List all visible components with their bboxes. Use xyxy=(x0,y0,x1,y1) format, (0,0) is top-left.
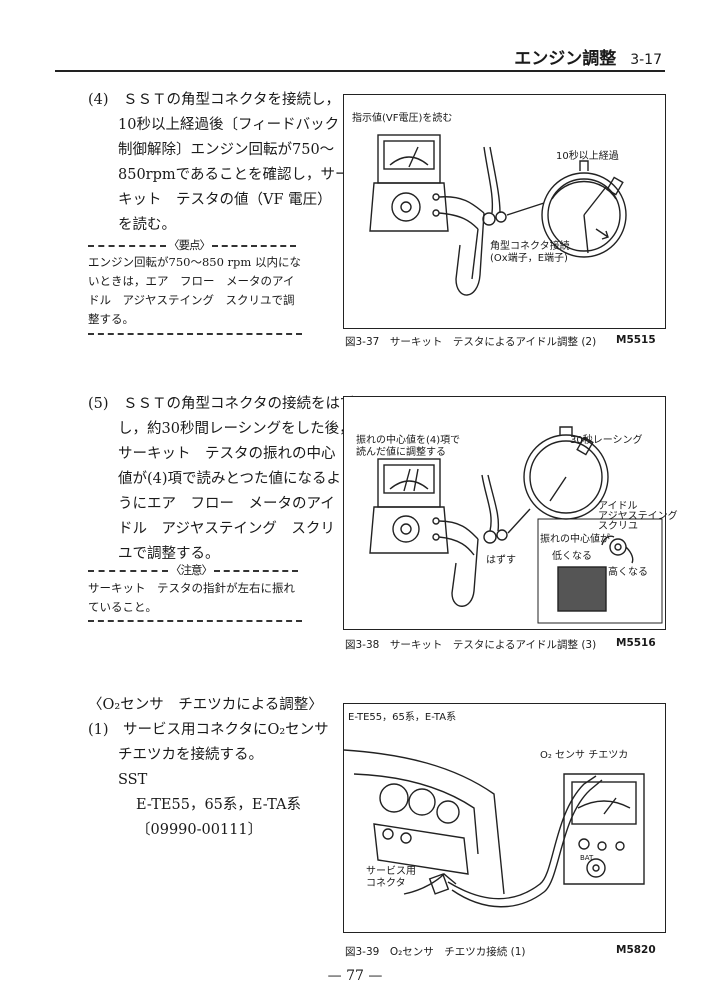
header-title: エンジン調整 xyxy=(514,49,617,69)
text-line: E-TE55，65系，E-TA系 xyxy=(136,797,301,813)
label-screw-1: アイドル xyxy=(598,501,638,512)
text-line: を読む。 xyxy=(118,217,176,233)
label-10sec: 10秒以上経過 xyxy=(556,151,619,162)
note-rule-right xyxy=(214,570,298,572)
text-line: サーキット テスタの振れの中心 xyxy=(118,446,336,462)
figure-3-39-code: M5820 xyxy=(616,944,656,956)
o2-step-1: (1) サービス用コネクタにO₂センサ チエツカを接続する。 SST E-TE5… xyxy=(88,718,329,843)
text-line: 10秒以上経過後〔フィードバック xyxy=(118,117,340,133)
note-title-caution: 〈注意〉 xyxy=(170,563,213,577)
text-line: キット テスタの値（VF 電圧） xyxy=(118,192,332,208)
note-rule-right xyxy=(212,245,296,247)
page-number: — 77 — xyxy=(327,968,383,984)
text-line: 制御解除〕エンジン回転が750〜 xyxy=(118,142,335,158)
text-line: (4) ＳＳＴの角型コネクタを接続し， xyxy=(88,92,340,108)
o2-checker-illustration xyxy=(344,749,645,908)
note-line: サーキット テスタの指針が左右に振れ xyxy=(88,581,295,595)
label-o2-checker: O₂ センサ チエツカ xyxy=(540,750,629,761)
text-line: (1) サービス用コネクタにO₂センサ xyxy=(88,722,329,738)
text-line: ユで調整する。 xyxy=(118,546,220,562)
text-line: 850rpmであることを確認し，サー xyxy=(118,167,350,183)
figure-3-39-caption: 図3-39 O₂センサ チエツカ接続 (1) xyxy=(345,946,526,958)
label-service-2: コネクタ xyxy=(366,878,406,889)
o2-heading: 〈O₂センサ チエツカによる調整〉 xyxy=(88,697,323,713)
step-4-note: エンジン回転が750〜850 rpm 以内にな いときは，エア フロー メータの… xyxy=(88,253,301,329)
label-center-1: 振れの中心値を(4)項で xyxy=(356,435,461,446)
text-line: 値が(4)項で読みとつた値になるよ xyxy=(118,471,341,487)
label-connect: 角型コネクタ接続 xyxy=(490,241,570,252)
note-rule-left xyxy=(88,570,168,572)
tester-adjust-illustration xyxy=(369,426,663,624)
figure-3-37-code: M5515 xyxy=(616,334,656,346)
text-line: うにエア フロー メータのアイ xyxy=(118,496,335,512)
label-service-1: サービス用 xyxy=(366,866,416,877)
step-5-text: (5) ＳＳＴの角型コネクタの接続をはず し，約30秒間レーシングをした後， サ… xyxy=(88,392,354,567)
running-header: エンジン調整 3-17 xyxy=(396,44,662,69)
note-rule-bottom xyxy=(88,620,302,622)
label-swing: 振れの中心値が xyxy=(540,534,610,545)
label-center-2: 読んだ値に調整する xyxy=(356,447,446,458)
note-line: いときは，エア フロー メータのアイ xyxy=(88,274,295,288)
note-title-point: 〈要点〉 xyxy=(168,238,211,252)
tester-illustration xyxy=(369,134,627,296)
label-bat: BAT xyxy=(580,854,594,862)
note-line: エンジン回転が750〜850 rpm 以内にな xyxy=(88,255,301,269)
label-screw-2: アジヤステイング xyxy=(598,511,678,522)
text-line: SST xyxy=(118,772,148,788)
figure-3-38-code: M5516 xyxy=(616,637,656,649)
label-remove: はずす xyxy=(486,555,516,566)
note-line: 整する。 xyxy=(88,312,134,326)
text-line: ドル アジヤステイング スクリ xyxy=(118,521,335,537)
label-read-value: 指示値(VF電圧)を読む xyxy=(352,113,453,124)
step-5-note: サーキット テスタの指針が左右に振れ ていること。 xyxy=(88,579,295,617)
note-line: ドル アジヤステイング スクリユで調 xyxy=(88,293,295,307)
label-screw-3: スクリユ xyxy=(598,521,638,532)
text-line: (5) ＳＳＴの角型コネクタの接続をはず xyxy=(88,396,355,412)
figure-3-38: 振れの中心値を(4)項で 読んだ値に調整する 30秒レーシング アイドル アジヤ… xyxy=(343,396,678,630)
figure-3-37-caption: 図3-37 サーキット テスタによるアイドル調整 (2) xyxy=(345,336,597,348)
header-rule xyxy=(55,70,665,72)
text-line: し，約30秒間レーシングをした後， xyxy=(118,421,354,437)
label-lower: 低くなる xyxy=(552,551,592,562)
label-models: E-TE55，65系，E-TA系 xyxy=(348,712,457,723)
note-line: ていること。 xyxy=(88,600,157,614)
figure-3-39: E-TE55，65系，E-TA系 O₂ センサ チエツカ サービス用 コネクタ … xyxy=(343,703,666,933)
figure-3-37: 指示値(VF電圧)を読む 10秒以上経過 角型コネクタ接続 (Ox端子，E端子) xyxy=(343,94,666,329)
label-higher: 高くなる xyxy=(608,567,648,578)
figure-3-38-caption: 図3-38 サーキット テスタによるアイドル調整 (3) xyxy=(345,639,597,651)
header-page-ref: 3-17 xyxy=(630,52,662,68)
step-4-text: (4) ＳＳＴの角型コネクタを接続し， 10秒以上経過後〔フィードバック 制御解… xyxy=(88,88,350,238)
label-racing: 30秒レーシング xyxy=(570,435,643,446)
note-rule-left xyxy=(88,245,166,247)
label-terminals: (Ox端子，E端子) xyxy=(490,253,568,264)
note-rule-bottom xyxy=(88,333,302,335)
text-line: チエツカを接続する。 xyxy=(118,747,263,763)
text-line: 〔09990-00111〕 xyxy=(136,822,263,838)
